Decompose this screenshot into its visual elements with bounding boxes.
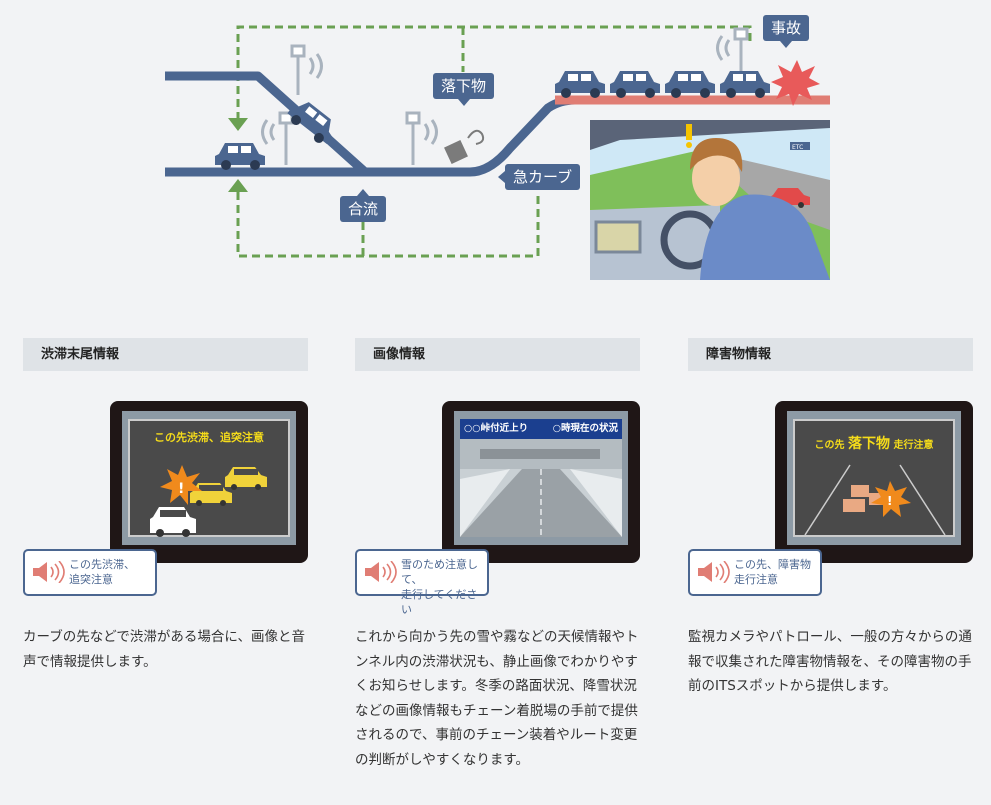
voice-bubble: 雪のため注意して、 走行してください [355,549,489,616]
section-title: 障害物情報 [688,338,973,371]
section-title: 画像情報 [355,338,640,371]
car-icon [665,71,715,98]
voice-bubble: この先渋滞、 追突注意 [23,549,157,596]
obstacle-road-icon: ! [804,464,946,535]
screen-text-main: 落下物 [848,436,890,452]
screen-header: ○○峠付近上り ○時現在の状況 [460,419,622,439]
its-spot-antennas [261,27,749,165]
section-description: 監視カメラやパトロール、一般の方々からの通報で収集された障害物情報を、その障害物… [688,629,972,694]
voice-message: この先、障害物 走行注意 [734,558,811,586]
car-icon [720,71,770,98]
car-icon [215,143,265,170]
car-icon [610,71,660,98]
speaker-icon [698,561,730,583]
driver-view-illustration: ETC [590,120,830,280]
sharp-curve-label: 急カーブ [497,164,581,190]
up-arrow-icon [228,179,248,192]
display-screen: この先渋滞、追突注意 ! [122,411,296,545]
svg-text:!: ! [178,481,184,497]
obstacle-info-section: 障害物情報 この先 落下物 走行注意 ! [688,338,973,694]
location-text: ○○峠付近上り [464,423,529,434]
down-arrow-icon [228,118,248,131]
fallen-object-label: 落下物 [433,73,495,106]
speaker-icon [33,561,65,583]
merge-label: 合流 [340,189,387,222]
section-description: カーブの先などで渋滞がある場合に、画像と音声で情報提供します。 [23,629,306,670]
display-screen: ○○峠付近上り ○時現在の状況 [454,411,628,545]
speaker-icon [365,561,397,583]
display-unit: ○○峠付近上り ○時現在の状況 [442,401,640,563]
time-text: ○時現在の状況 [552,423,618,434]
congestion-tail-section: 渋滞末尾情報 この先渋滞、追突注意 ! [23,338,308,670]
crash-burst-icon [771,60,820,106]
display-screen: この先 落下物 走行注意 ! [787,411,961,545]
road-diagram-graphic: ETC [165,25,830,280]
svg-text:!: ! [887,494,892,508]
screen-text-post: 走行注意 [893,440,934,451]
car-icon [287,102,333,145]
section-title: 渋滞末尾情報 [23,338,308,371]
voice-message: 雪のため注意して、 走行してください [401,558,478,616]
voice-message: この先渋滞、 追突注意 [69,558,135,586]
screen-warning-text: この先 落下物 走行注意 [795,433,953,453]
image-info-section: 画像情報 ○○峠付近上り ○時現在の状況 [355,338,640,768]
fallen-object-icon [444,129,485,164]
queued-cars [555,71,770,98]
collision-cars-icon: ! [150,465,267,537]
accident-label: 事故 [763,15,810,48]
etc-sign: ETC [792,144,803,151]
section-description: これから向かう先の雪や霧などの天候情報やトンネル内の渋滞状況も、静止画像でわかり… [355,629,639,768]
car-icon [555,71,605,98]
screen-warning-text: この先渋滞、追突注意 [154,431,264,444]
its-diagram: ETC 事故 落下物 急カーブ 合流 [0,0,991,300]
display-unit: この先渋滞、追突注意 ! [110,401,308,563]
snow-road-photo [460,439,622,537]
display-unit: この先 落下物 走行注意 ! [775,401,973,563]
voice-bubble: この先、障害物 走行注意 [688,549,822,596]
screen-text-pre: この先 [814,440,845,451]
